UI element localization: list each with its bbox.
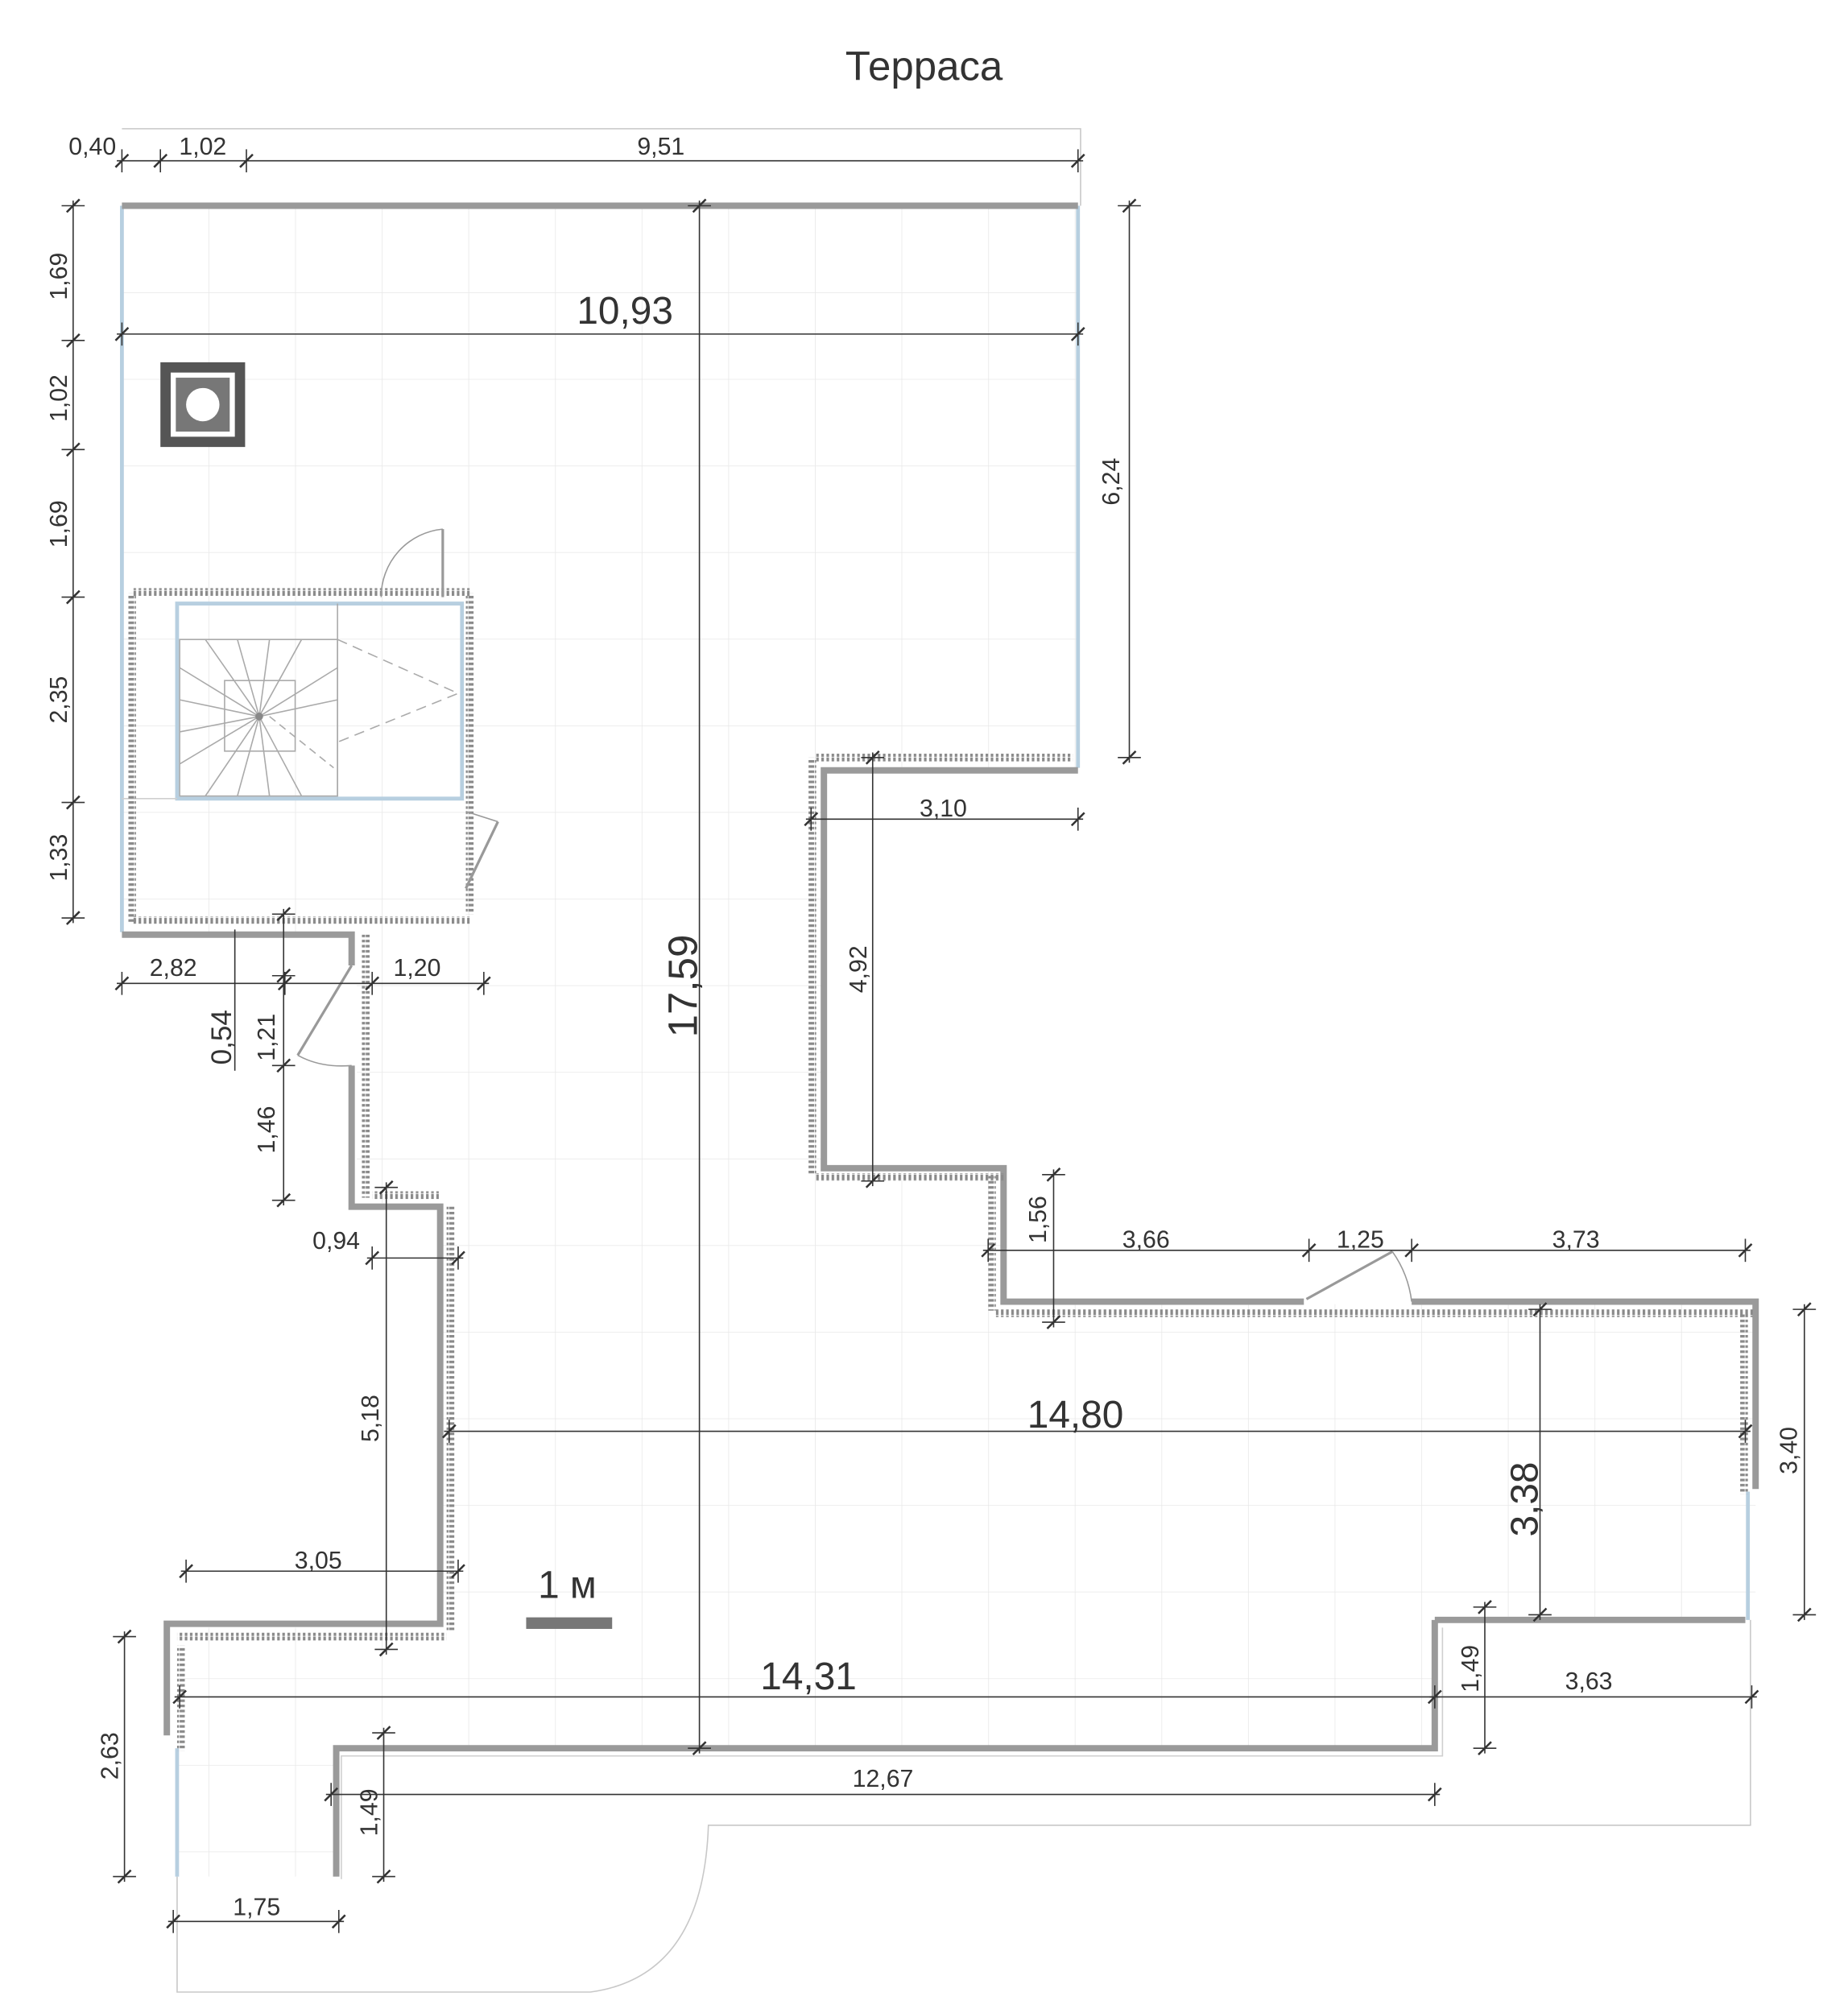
insulation-strips (128, 588, 1754, 1751)
dim-notch-h: 4,92 (845, 945, 872, 993)
dim-bottom-w3: 12,67 (853, 1766, 914, 1792)
dim-left-c: 1,69 (46, 500, 72, 548)
dim-corr-b: 1,20 (394, 955, 441, 982)
dim-east-c: 3,73 (1552, 1227, 1600, 1254)
plan-title: Терраса (845, 43, 1003, 89)
dimension-lines (61, 149, 1817, 1933)
door-north (380, 528, 444, 597)
terrace-outline (122, 128, 1751, 1993)
dimension-labels: 0,40 1,02 9,51 10,93 1,69 1,02 1,69 2,35… (46, 134, 1802, 1921)
dim-corr-a: 2,82 (150, 955, 197, 982)
doors (296, 528, 1412, 1302)
dim-top-c: 9,51 (637, 134, 684, 160)
dim-right-main: 6,24 (1098, 458, 1125, 506)
scale-label: 1 м (538, 1565, 597, 1607)
dim-bottom-h1: 1,49 (1457, 1645, 1484, 1693)
dim-corr-e: 1,46 (254, 1106, 280, 1154)
dim-width-main: 10,93 (577, 290, 673, 333)
door-corridor (296, 965, 353, 1067)
dim-bottom-w: 14,31 (760, 1655, 857, 1698)
staircase (179, 603, 461, 797)
dim-east-b: 1,25 (1337, 1227, 1384, 1254)
dim-east-a: 3,66 (1122, 1227, 1170, 1254)
dim-left-a: 1,69 (46, 253, 72, 300)
scale-bar: 1 м (526, 1565, 613, 1629)
dim-notch-w: 3,10 (920, 796, 967, 822)
dim-step-h: 1,56 (1025, 1196, 1052, 1243)
dim-left-e: 1,33 (46, 834, 72, 882)
dim-top-a: 0,40 (68, 134, 116, 160)
dim-corr-d: 1,21 (254, 1014, 280, 1061)
dim-east-h1: 3,38 (1503, 1461, 1546, 1536)
dim-left-b: 1,02 (46, 374, 72, 422)
door-west (465, 810, 499, 890)
floor-area (122, 205, 1756, 1877)
dim-top-b: 1,02 (179, 134, 226, 160)
dim-bottom-w4: 1,75 (233, 1894, 280, 1920)
dim-corr-h: 3,05 (295, 1548, 342, 1574)
dim-east-h2: 3,40 (1776, 1427, 1802, 1474)
dim-width-east: 14,80 (1027, 1394, 1124, 1436)
dim-corr-f: 0,94 (312, 1228, 360, 1255)
dim-bottom-h2: 1,49 (357, 1788, 383, 1836)
dim-left-h: 2,63 (97, 1732, 124, 1779)
dim-bottom-w2: 3,63 (1565, 1668, 1613, 1695)
chimney (160, 362, 246, 448)
dim-corr-c: 0,54 (206, 1010, 238, 1064)
door-east (1305, 1250, 1412, 1302)
dim-total-height: 17,59 (659, 935, 705, 1038)
dim-corr-g: 5,18 (358, 1395, 384, 1442)
dim-left-d: 2,35 (46, 676, 72, 724)
